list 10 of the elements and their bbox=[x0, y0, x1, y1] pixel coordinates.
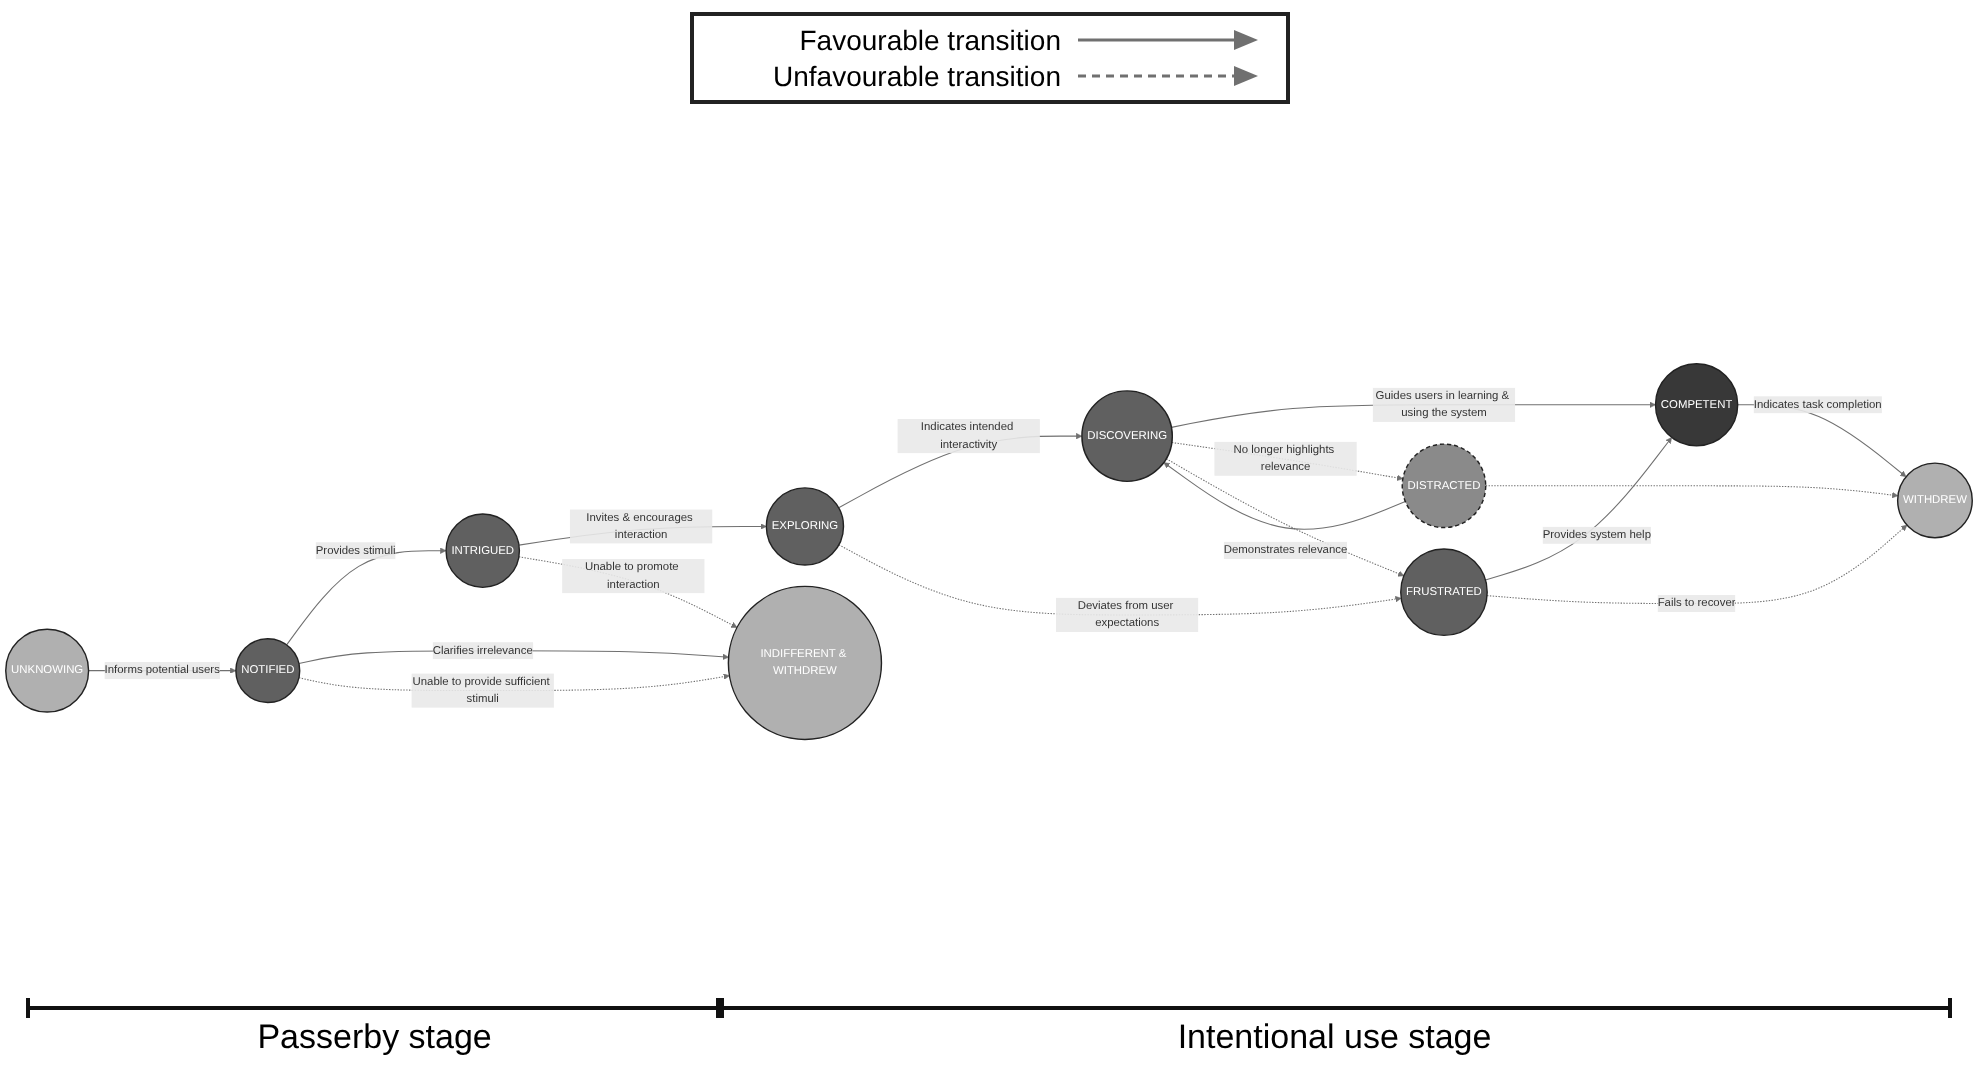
stage-label: Intentional use stage bbox=[1177, 1018, 1492, 1058]
arrow bbox=[1486, 524, 1908, 604]
stage-label: Passerby stage bbox=[257, 1018, 492, 1058]
arrow bbox=[1485, 484, 1899, 498]
arrow bbox=[1163, 461, 1406, 530]
legend-text: Unfavourable transition bbox=[771, 60, 1061, 92]
arrow bbox=[1484, 436, 1672, 580]
arrow bbox=[518, 555, 738, 628]
arrow bbox=[1165, 457, 1405, 576]
legend-text: Favourable transition bbox=[797, 24, 1061, 56]
